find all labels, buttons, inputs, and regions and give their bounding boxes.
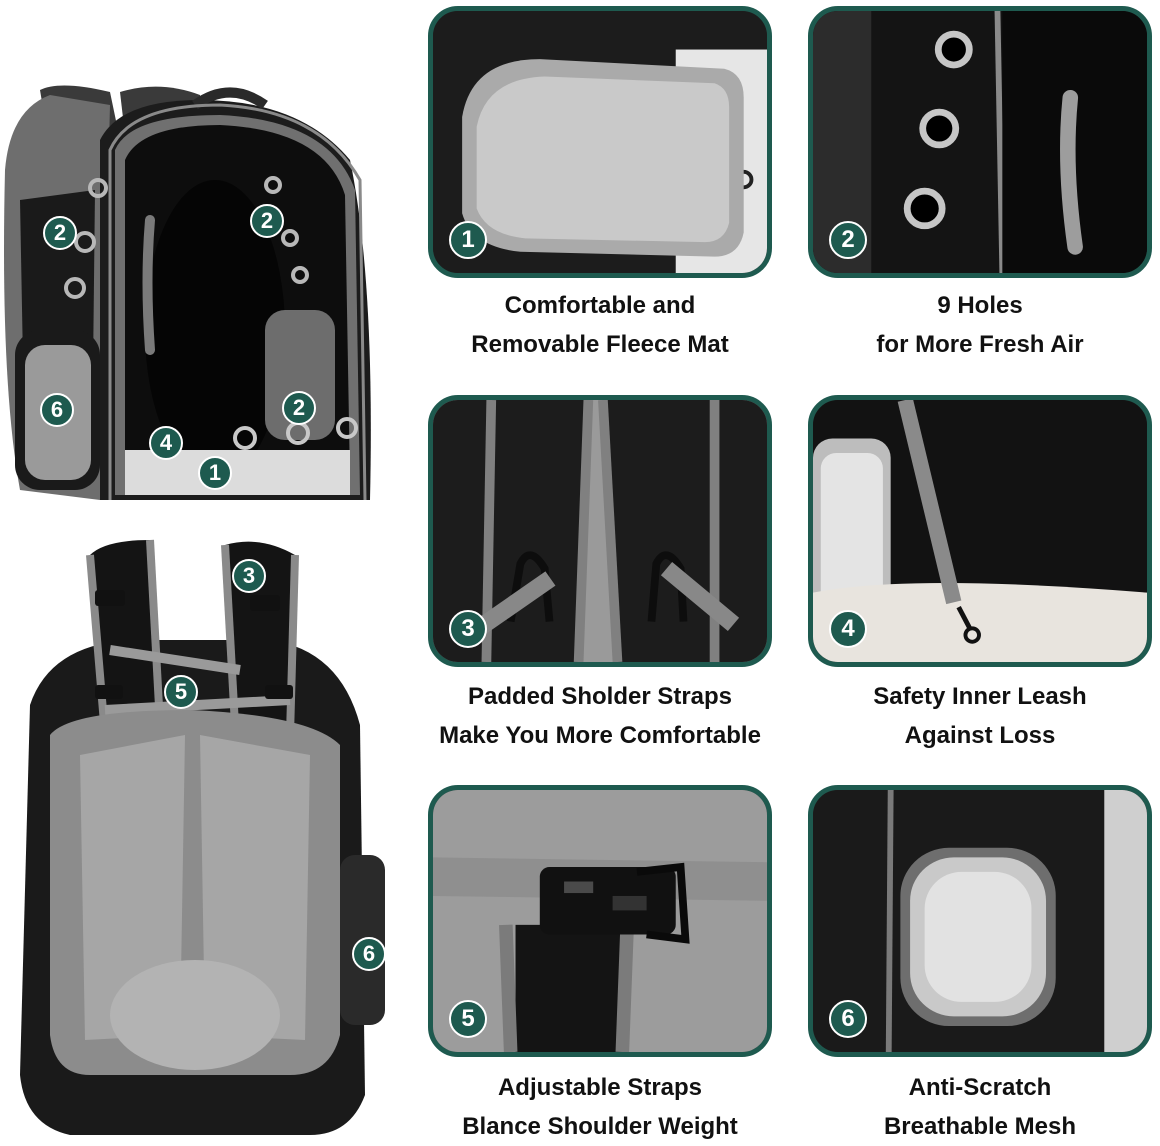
feature-number-badge: 5 — [449, 1000, 487, 1038]
feature-caption-breathable-mesh: Anti-Scratch Breathable Mesh — [790, 1068, 1160, 1146]
caption-line: Padded Sholder Straps — [467, 683, 733, 710]
caption-line: Anti-Scratch — [908, 1074, 1052, 1101]
caption-line: Against Loss — [904, 722, 1056, 749]
adjustable-buckle-image — [433, 790, 767, 1052]
caption-line: Make You More Comfortable — [439, 722, 761, 749]
feature-photo-breathable-mesh: 6 — [808, 785, 1152, 1057]
marker-straps: 3 — [232, 559, 266, 593]
back-backpack-illustration — [20, 539, 385, 1135]
feature-caption-safety-leash: Safety Inner Leash Against Loss — [790, 677, 1160, 755]
marker-holes: 2 — [43, 216, 77, 250]
feature-caption-air-holes: 9 Holes for More Fresh Air — [790, 286, 1160, 364]
marker-holes: 2 — [282, 391, 316, 425]
caption-line: Comfortable and — [504, 292, 696, 319]
feature-photo-air-holes: 2 — [808, 6, 1152, 278]
marker-holes: 2 — [250, 204, 284, 238]
caption-line: 9 Holes — [937, 292, 1023, 319]
feature-caption-adjustable-straps: Adjustable Straps Blance Shoulder Weight — [410, 1068, 790, 1146]
breathable-mesh-image — [813, 790, 1147, 1052]
caption-line: for More Fresh Air — [876, 331, 1084, 358]
feature-photo-adjustable-buckle: 5 — [428, 785, 772, 1057]
marker-buckle: 5 — [164, 675, 198, 709]
feature-caption-padded-straps: Padded Sholder Straps Make You More Comf… — [410, 677, 790, 755]
caption-line: Blance Shoulder Weight — [462, 1113, 738, 1140]
caption-line: Breathable Mesh — [883, 1113, 1077, 1140]
feature-photo-padded-straps: 3 — [428, 395, 772, 667]
padded-straps-image — [433, 400, 767, 662]
caption-line: Adjustable Straps — [497, 1074, 703, 1101]
feature-number-badge: 3 — [449, 610, 487, 648]
marker-fleece: 1 — [198, 456, 232, 490]
caption-line: Removable Fleece Mat — [471, 331, 729, 358]
front-backpack-illustration — [4, 85, 371, 501]
back-view-product-photo: 3 5 6 — [10, 535, 390, 1135]
feature-caption-fleece-mat: Comfortable and Removable Fleece Mat — [410, 286, 790, 364]
air-holes-image — [813, 11, 1147, 273]
marker-mesh: 6 — [352, 937, 386, 971]
feature-number-badge: 4 — [829, 610, 867, 648]
feature-number-badge: 1 — [449, 221, 487, 259]
feature-number-badge: 2 — [829, 221, 867, 259]
feature-photo-safety-leash: 4 — [808, 395, 1152, 667]
marker-leash: 4 — [149, 426, 183, 460]
feature-number-badge: 6 — [829, 1000, 867, 1038]
caption-line: Safety Inner Leash — [873, 683, 1087, 710]
feature-photo-fleece-mat: 1 — [428, 6, 772, 278]
front-view-product-photo: 2 2 2 6 4 1 — [0, 80, 400, 510]
safety-leash-image — [813, 400, 1147, 662]
fleece-mat-image — [433, 11, 767, 273]
marker-mesh: 6 — [40, 393, 74, 427]
